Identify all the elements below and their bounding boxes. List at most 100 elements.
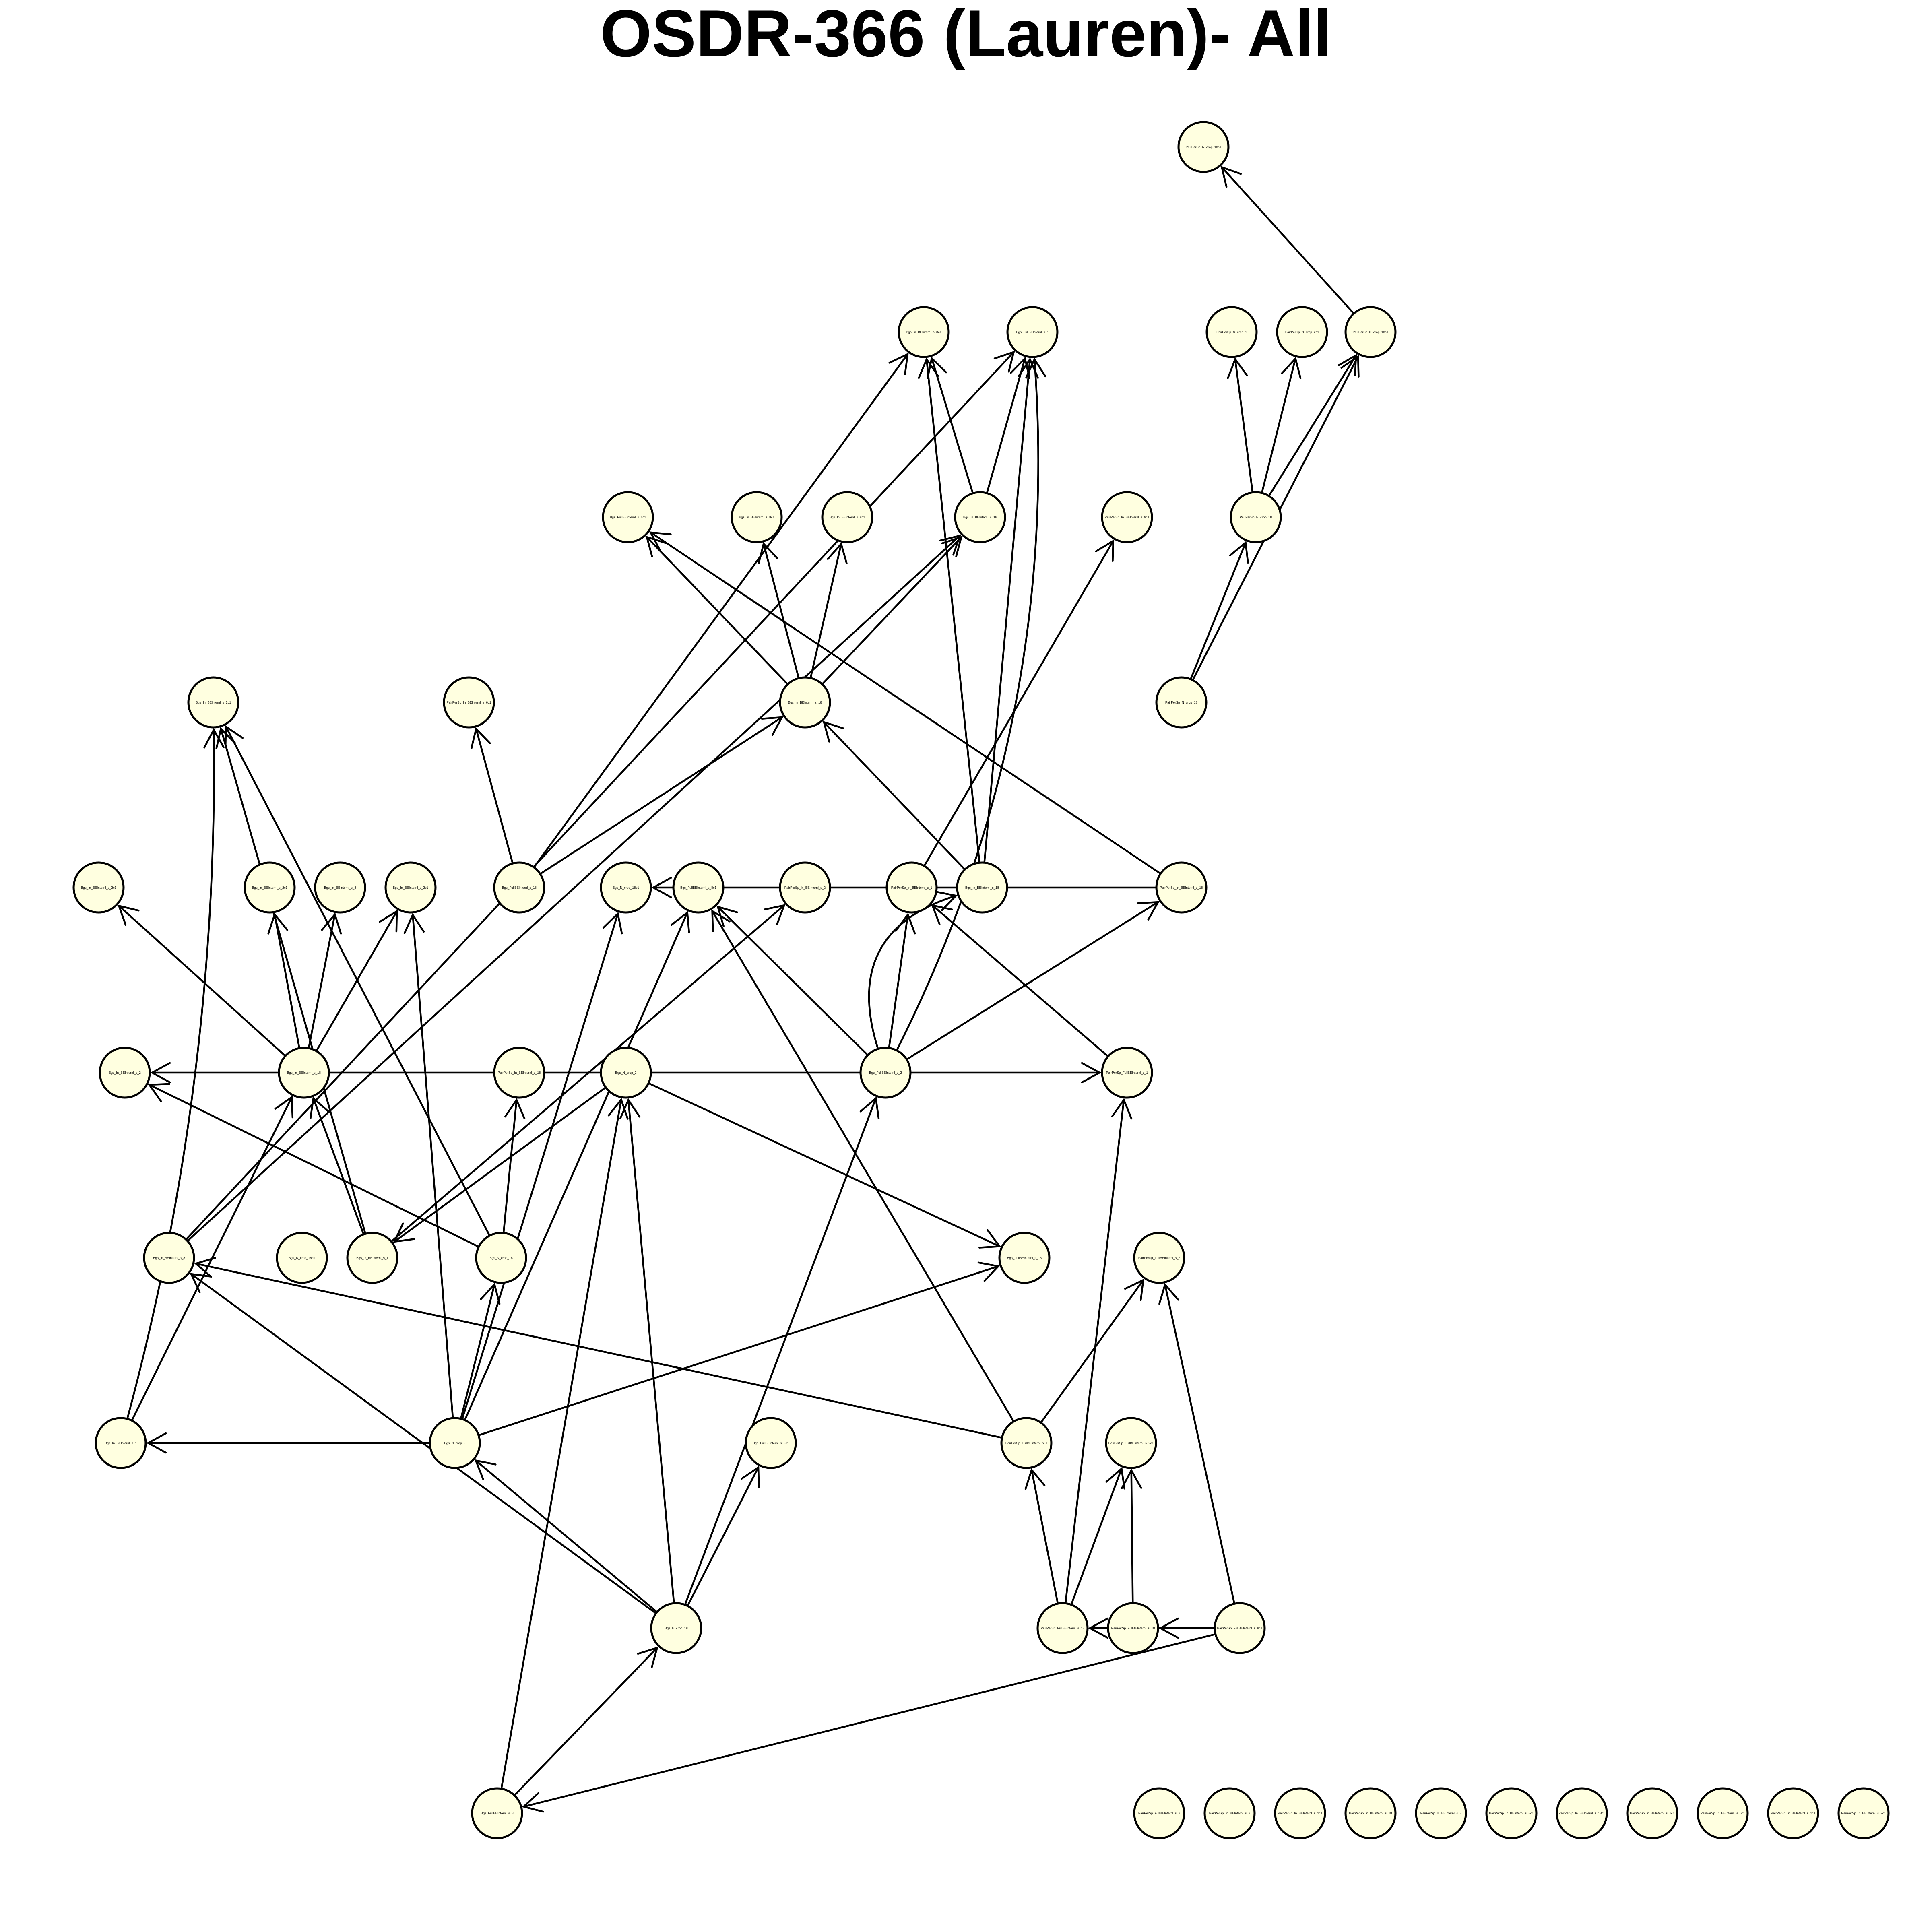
graph-node[interactable]: Bgs_FullBEInternl_s_2c1 [745, 1417, 797, 1469]
graph-node[interactable]: Bgs_N_crop_18c1 [600, 861, 652, 914]
graph-node[interactable]: Bgs_N_crop_18 [475, 1232, 527, 1284]
graph-node[interactable]: Bgs_In_BEInternl_s_18 [954, 491, 1006, 543]
arrowhead-icon [403, 913, 425, 934]
node-circle [1133, 1787, 1185, 1839]
graph-node[interactable]: PairPerSp_In_BEInternl_s_2 [1203, 1787, 1256, 1839]
graph-node[interactable]: Bgs_In_BEInternl_s_2c1 [187, 676, 239, 729]
node-label: PairPerSp_In_BEInternl_s_2 [784, 886, 826, 890]
edge-n45-n32 [684, 1096, 880, 1605]
arrowhead-icon [190, 1273, 212, 1293]
arrowhead-icon [859, 1096, 880, 1119]
edge-n46-n44 [1070, 1467, 1125, 1605]
graph-node[interactable]: Bgs_In_BEInternl_s_18 [779, 676, 831, 729]
graph-node[interactable]: Bgs_N_crop_2 [600, 1046, 652, 1099]
edge-n21-n14 [470, 727, 514, 864]
edge-n15-n7 [645, 535, 788, 685]
node-circle [143, 1232, 195, 1284]
edge-line [1064, 1100, 1125, 1604]
graph-node[interactable]: Bgs_In_BEInternl_s_2c1 [72, 861, 125, 914]
node-circle [1133, 1232, 1185, 1284]
graph-node[interactable]: PairPerSp_In_BEInternl_s_8 [1415, 1787, 1467, 1839]
graph-node[interactable]: PairPerSp_In_BEInternl_s_6c1 [1697, 1787, 1749, 1839]
graph-node[interactable]: Bgs_FullBEInternl_s_18 [493, 861, 545, 914]
arrowhead-icon [1137, 901, 1160, 921]
node-circle [1697, 1787, 1749, 1839]
graph-node[interactable]: PairPerSp_FullBEInternl_s_18 [1036, 1602, 1089, 1654]
edge-n29-n18 [267, 912, 300, 1049]
graph-node[interactable]: PairPerSp_N_crop_2c1 [1276, 306, 1328, 358]
edge-line [478, 1265, 999, 1436]
graph-node[interactable]: PairPerSp_FullBEInternl_s_8 [1133, 1787, 1185, 1839]
graph-node[interactable]: Bgs_FullBEInternl_s_8c1 [672, 861, 724, 914]
graph-node[interactable]: Bgs_In_BEInternl_s_1 [346, 1232, 398, 1284]
graph-node[interactable]: PairPerSp_N_crop_18c1 [1177, 121, 1230, 173]
node-circle [898, 306, 950, 358]
graph-node[interactable]: Bgs_N_crop_18c1 [276, 1232, 328, 1284]
graph-node[interactable]: PairPerSp_FullBEInternl_s_2 [1133, 1232, 1185, 1284]
graph-node[interactable]: PairPerSp_FullBEInternl_s_18 [1107, 1602, 1159, 1654]
node-label: PairPerSp_FullBEInternl_s_1 [1005, 1441, 1048, 1445]
arrowhead-icon [993, 351, 1015, 373]
graph-node[interactable]: Bgs_In_BEInternl_s_18 [278, 1046, 330, 1099]
graph-node[interactable]: PairPerSp_In_BEInternl_s_1c1 [1767, 1787, 1819, 1839]
graph-node[interactable]: PairPerSp_In_BEInternl_s_1c1 [1626, 1787, 1678, 1839]
node-label: PairPerSp_In_BEInternl_s_2c1 [1841, 1812, 1886, 1815]
graph-node[interactable]: PairPerSp_N_crop_18 [1155, 676, 1208, 729]
graph-node[interactable]: Bgs_In_BEInternl_s_2c1 [244, 861, 296, 914]
node-circle [1626, 1787, 1678, 1839]
graph-node[interactable]: Bgs_FullBEInternl_s_2 [859, 1046, 912, 1099]
graph-node[interactable]: Bgs_N_crop_2 [429, 1417, 481, 1469]
graph-node[interactable]: PairPerSp_In_BEInternl_s_18 [493, 1046, 545, 1099]
node-label: Bgs_In_BEInternl_s_8 [153, 1256, 185, 1260]
graph-node[interactable]: PairPerSp_In_BEInternl_s_6c1 [443, 676, 495, 729]
graph-node[interactable]: Bgs_In_BEInternl_s_1 [95, 1417, 147, 1469]
graph-node[interactable]: PairPerSp_N_crop_18c1 [1344, 306, 1397, 358]
node-label: Bgs_FullBEInternl_s_2c1 [753, 1441, 789, 1445]
graph-node[interactable]: PairPerSp_FullBEInternl_s_8c1 [1214, 1602, 1266, 1654]
graph-node[interactable]: PairPerSp_In_BEInternl_s_2c1 [1274, 1787, 1326, 1839]
graph-node[interactable]: Bgs_In_BEInternl_s_8c1 [898, 306, 950, 358]
graph-node[interactable]: Bgs_In_BEInternl_s_8c1 [731, 491, 783, 543]
graph-node[interactable]: PairPerSp_N_crop_18 [1230, 491, 1282, 543]
graph-node[interactable]: Bgs_In_BEInternl_s_8 [314, 861, 366, 914]
graph-node[interactable]: Bgs_In_BEInternl_s_2c1 [384, 861, 437, 914]
node-label: Bgs_FullBEInternl_s_1 [1016, 330, 1049, 334]
edge-n33-n25 [931, 904, 1109, 1057]
graph-node[interactable]: PairPerSp_In_BEInternl_s_2c1 [1837, 1787, 1890, 1839]
node-label: Bgs_In_BEInternl_s_18 [788, 701, 822, 704]
graph-node[interactable]: Bgs_In_BEInternl_s_8c1 [821, 491, 873, 543]
graph-node[interactable]: Bgs_FullBEInternl_s_6c1 [602, 491, 654, 543]
node-label: Bgs_FullBEInternl_s_18 [1007, 1256, 1042, 1260]
graph-node[interactable]: Bgs_FullBEInternl_s_1 [1006, 306, 1059, 358]
graph-node[interactable]: Bgs_FullBEInternl_s_18 [998, 1232, 1051, 1284]
graph-node[interactable]: Bgs_In_BEInternl_s_2 [99, 1046, 151, 1099]
graph-node[interactable]: Bgs_FullBEInternl_s_8 [471, 1787, 523, 1839]
graph-node[interactable]: PairPerSp_In_BEInternl_s_1 [886, 861, 938, 914]
graph-node[interactable]: PairPerSp_In_BEInternl_s_9c1 [1101, 491, 1153, 543]
graph-node[interactable]: Bgs_In_BEInternl_s_18 [956, 861, 1008, 914]
graph-node[interactable]: PairPerSp_In_BEInternl_s_18 [1344, 1787, 1397, 1839]
edge-line [308, 914, 336, 1049]
arrowhead-icon [194, 1257, 216, 1278]
graph-node[interactable]: Bgs_In_BEInternl_s_8 [143, 1232, 195, 1284]
graph-node[interactable]: PairPerSp_FullBEInternl_s_1 [1101, 1046, 1153, 1099]
node-circle [1036, 1602, 1089, 1654]
arrowhead-icon [522, 1792, 544, 1813]
edge-n15-n10 [821, 535, 963, 685]
edge-n31-n36 [393, 1086, 607, 1243]
node-label: Bgs_In_BEInternl_s_1 [356, 1256, 388, 1260]
node-circle [1177, 121, 1230, 173]
graph-node[interactable]: Bgs_N_crop_18 [650, 1602, 702, 1654]
node-circle [1203, 1787, 1256, 1839]
edge-n32-n3 [896, 357, 1046, 1051]
graph-node[interactable]: PairPerSp_In_BEInternl_s_18 [1155, 861, 1208, 914]
node-circle [779, 676, 831, 729]
node-circle [602, 491, 654, 543]
graph-node[interactable]: PairPerSp_In_BEInternl_s_2 [779, 861, 831, 914]
graph-node[interactable]: PairPerSp_FullBEInternl_s_2c1 [1105, 1417, 1157, 1469]
graph-node[interactable]: PairPerSp_FullBEInternl_s_1 [1000, 1417, 1053, 1469]
graph-node[interactable]: PairPerSp_In_BEInternl_s_18c1 [1556, 1787, 1608, 1839]
graph-node[interactable]: PairPerSp_In_BEInternl_s_8c1 [1485, 1787, 1538, 1839]
arrowhead-icon [1340, 355, 1360, 378]
graph-node[interactable]: PairPerSp_N_crop_1 [1205, 306, 1258, 358]
